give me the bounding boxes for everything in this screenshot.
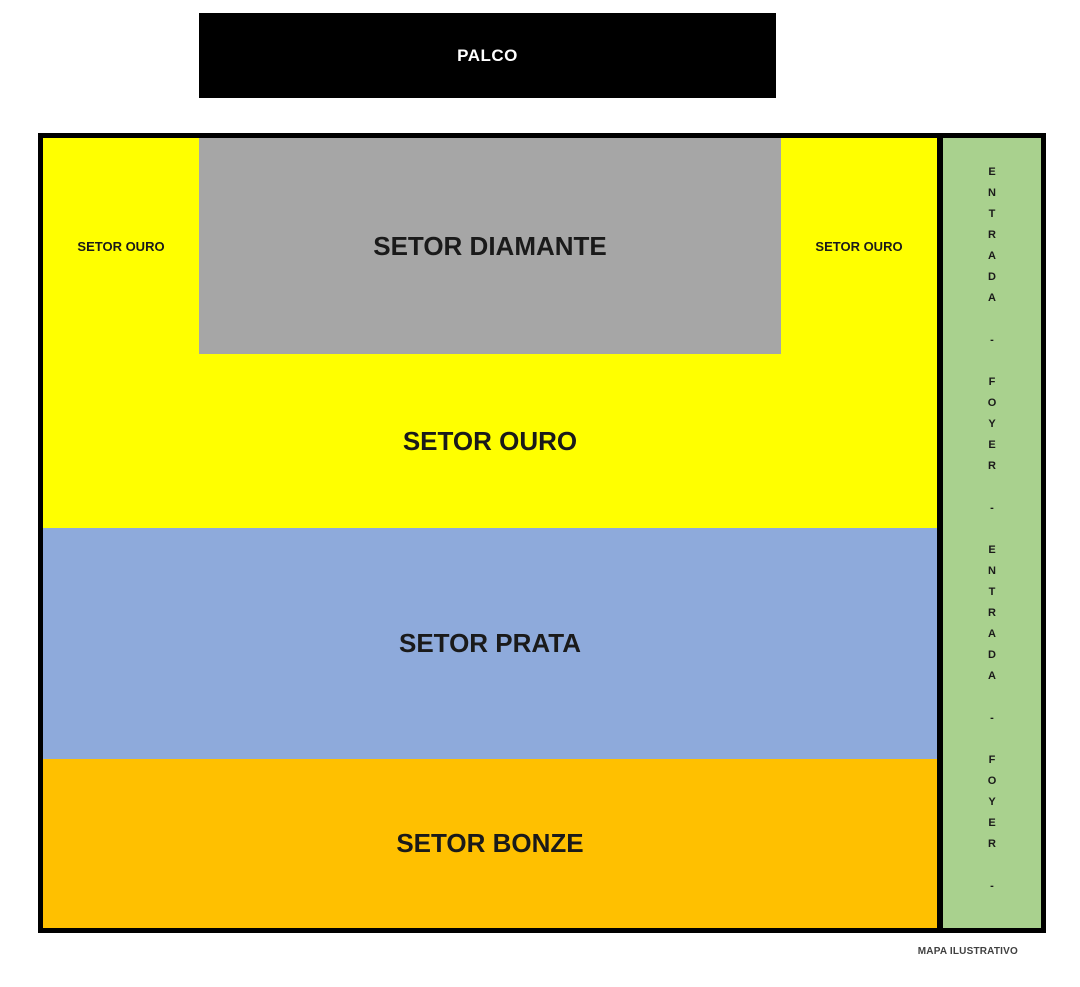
entrance-divider (937, 138, 943, 928)
entrance-foyer-strip: ENTRADA - FOYER - ENTRADA - FOYER - (943, 138, 1041, 928)
sector-ouro-main-label: SETOR OURO (402, 425, 578, 456)
map-disclaimer: MAPA ILUSTRATIVO (917, 946, 1018, 957)
sector-diamante: SETOR DIAMANTE (199, 138, 781, 354)
sector-prata: SETOR PRATA (43, 528, 937, 759)
stage-bar: PALCO (199, 13, 776, 98)
stage-label: PALCO (457, 45, 518, 65)
sector-ouro-left-label: SETOR OURO (77, 238, 165, 254)
entrance-foyer-label: ENTRADA - FOYER - ENTRADA - FOYER - (986, 165, 998, 901)
venue-map: SETOR OURO SETOR OURO SETOR DIAMANTE SET… (38, 133, 1046, 933)
sector-ouro-right-label: SETOR OURO (815, 238, 903, 254)
sector-bronze: SETOR BONZE (43, 759, 937, 928)
